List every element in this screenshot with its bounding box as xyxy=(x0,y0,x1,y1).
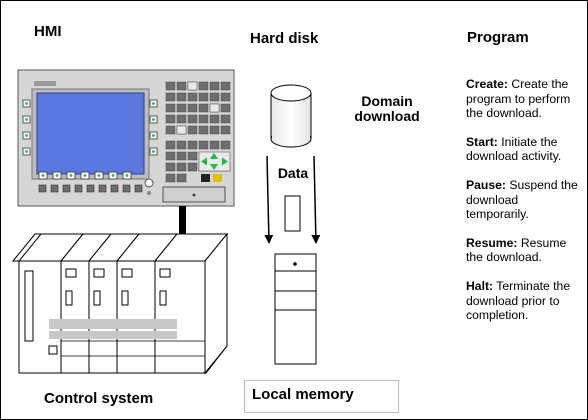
right-download-arrow xyxy=(311,155,321,244)
program-step: Create: Create the program to perform th… xyxy=(466,77,582,121)
program-steps-list: Create: Create the program to perform th… xyxy=(466,77,582,337)
program-step-keyword: Pause: xyxy=(466,177,506,192)
data-label: Data xyxy=(277,165,309,181)
hmi-cable xyxy=(179,206,186,234)
hmi-panel-graphic xyxy=(17,69,235,207)
program-step-text: Suspend the download temporarily. xyxy=(466,177,578,222)
program-label: Program xyxy=(467,29,529,46)
program-step: Pause: Suspend the download temporarily. xyxy=(466,178,582,222)
program-step-keyword: Create: xyxy=(466,77,508,91)
hmi-screen xyxy=(36,92,145,175)
hard-disk-cylinder-icon xyxy=(270,84,312,148)
cursor-keys xyxy=(198,151,231,182)
rack-bars xyxy=(49,319,177,339)
hard-disk-label: Hard disk xyxy=(250,30,319,47)
program-step-text: Terminate the download prior to completi… xyxy=(466,278,571,323)
bottom-keys-row xyxy=(38,184,143,193)
program-step-text: Create the program to perform the downlo… xyxy=(466,77,571,121)
program-step-text: Initiate the download activity. xyxy=(466,134,562,164)
local-memory-label-box xyxy=(244,380,399,413)
program-step: Start: Initiate the download activity. xyxy=(466,135,582,164)
local-memory-label: Local memory xyxy=(252,386,354,403)
control-system-rack-graphic xyxy=(11,232,229,375)
data-file-icon xyxy=(284,195,301,232)
program-step: Halt: Terminate the download prior to co… xyxy=(466,279,582,323)
program-step-keyword: Resume: xyxy=(466,235,518,250)
left-download-arrow xyxy=(264,155,274,244)
program-step: Resume: Resume the download. xyxy=(466,236,582,265)
program-step-keyword: Halt: xyxy=(466,278,494,293)
control-system-label: Control system xyxy=(44,390,154,407)
hmi-label: HMI xyxy=(34,23,62,40)
key-switch xyxy=(144,178,154,188)
domain-download-label: Domain download xyxy=(354,93,420,124)
local-memory-module-icon xyxy=(274,253,317,365)
program-step-text: Resume the download. xyxy=(466,235,567,265)
program-step-keyword: Start: xyxy=(466,134,498,149)
